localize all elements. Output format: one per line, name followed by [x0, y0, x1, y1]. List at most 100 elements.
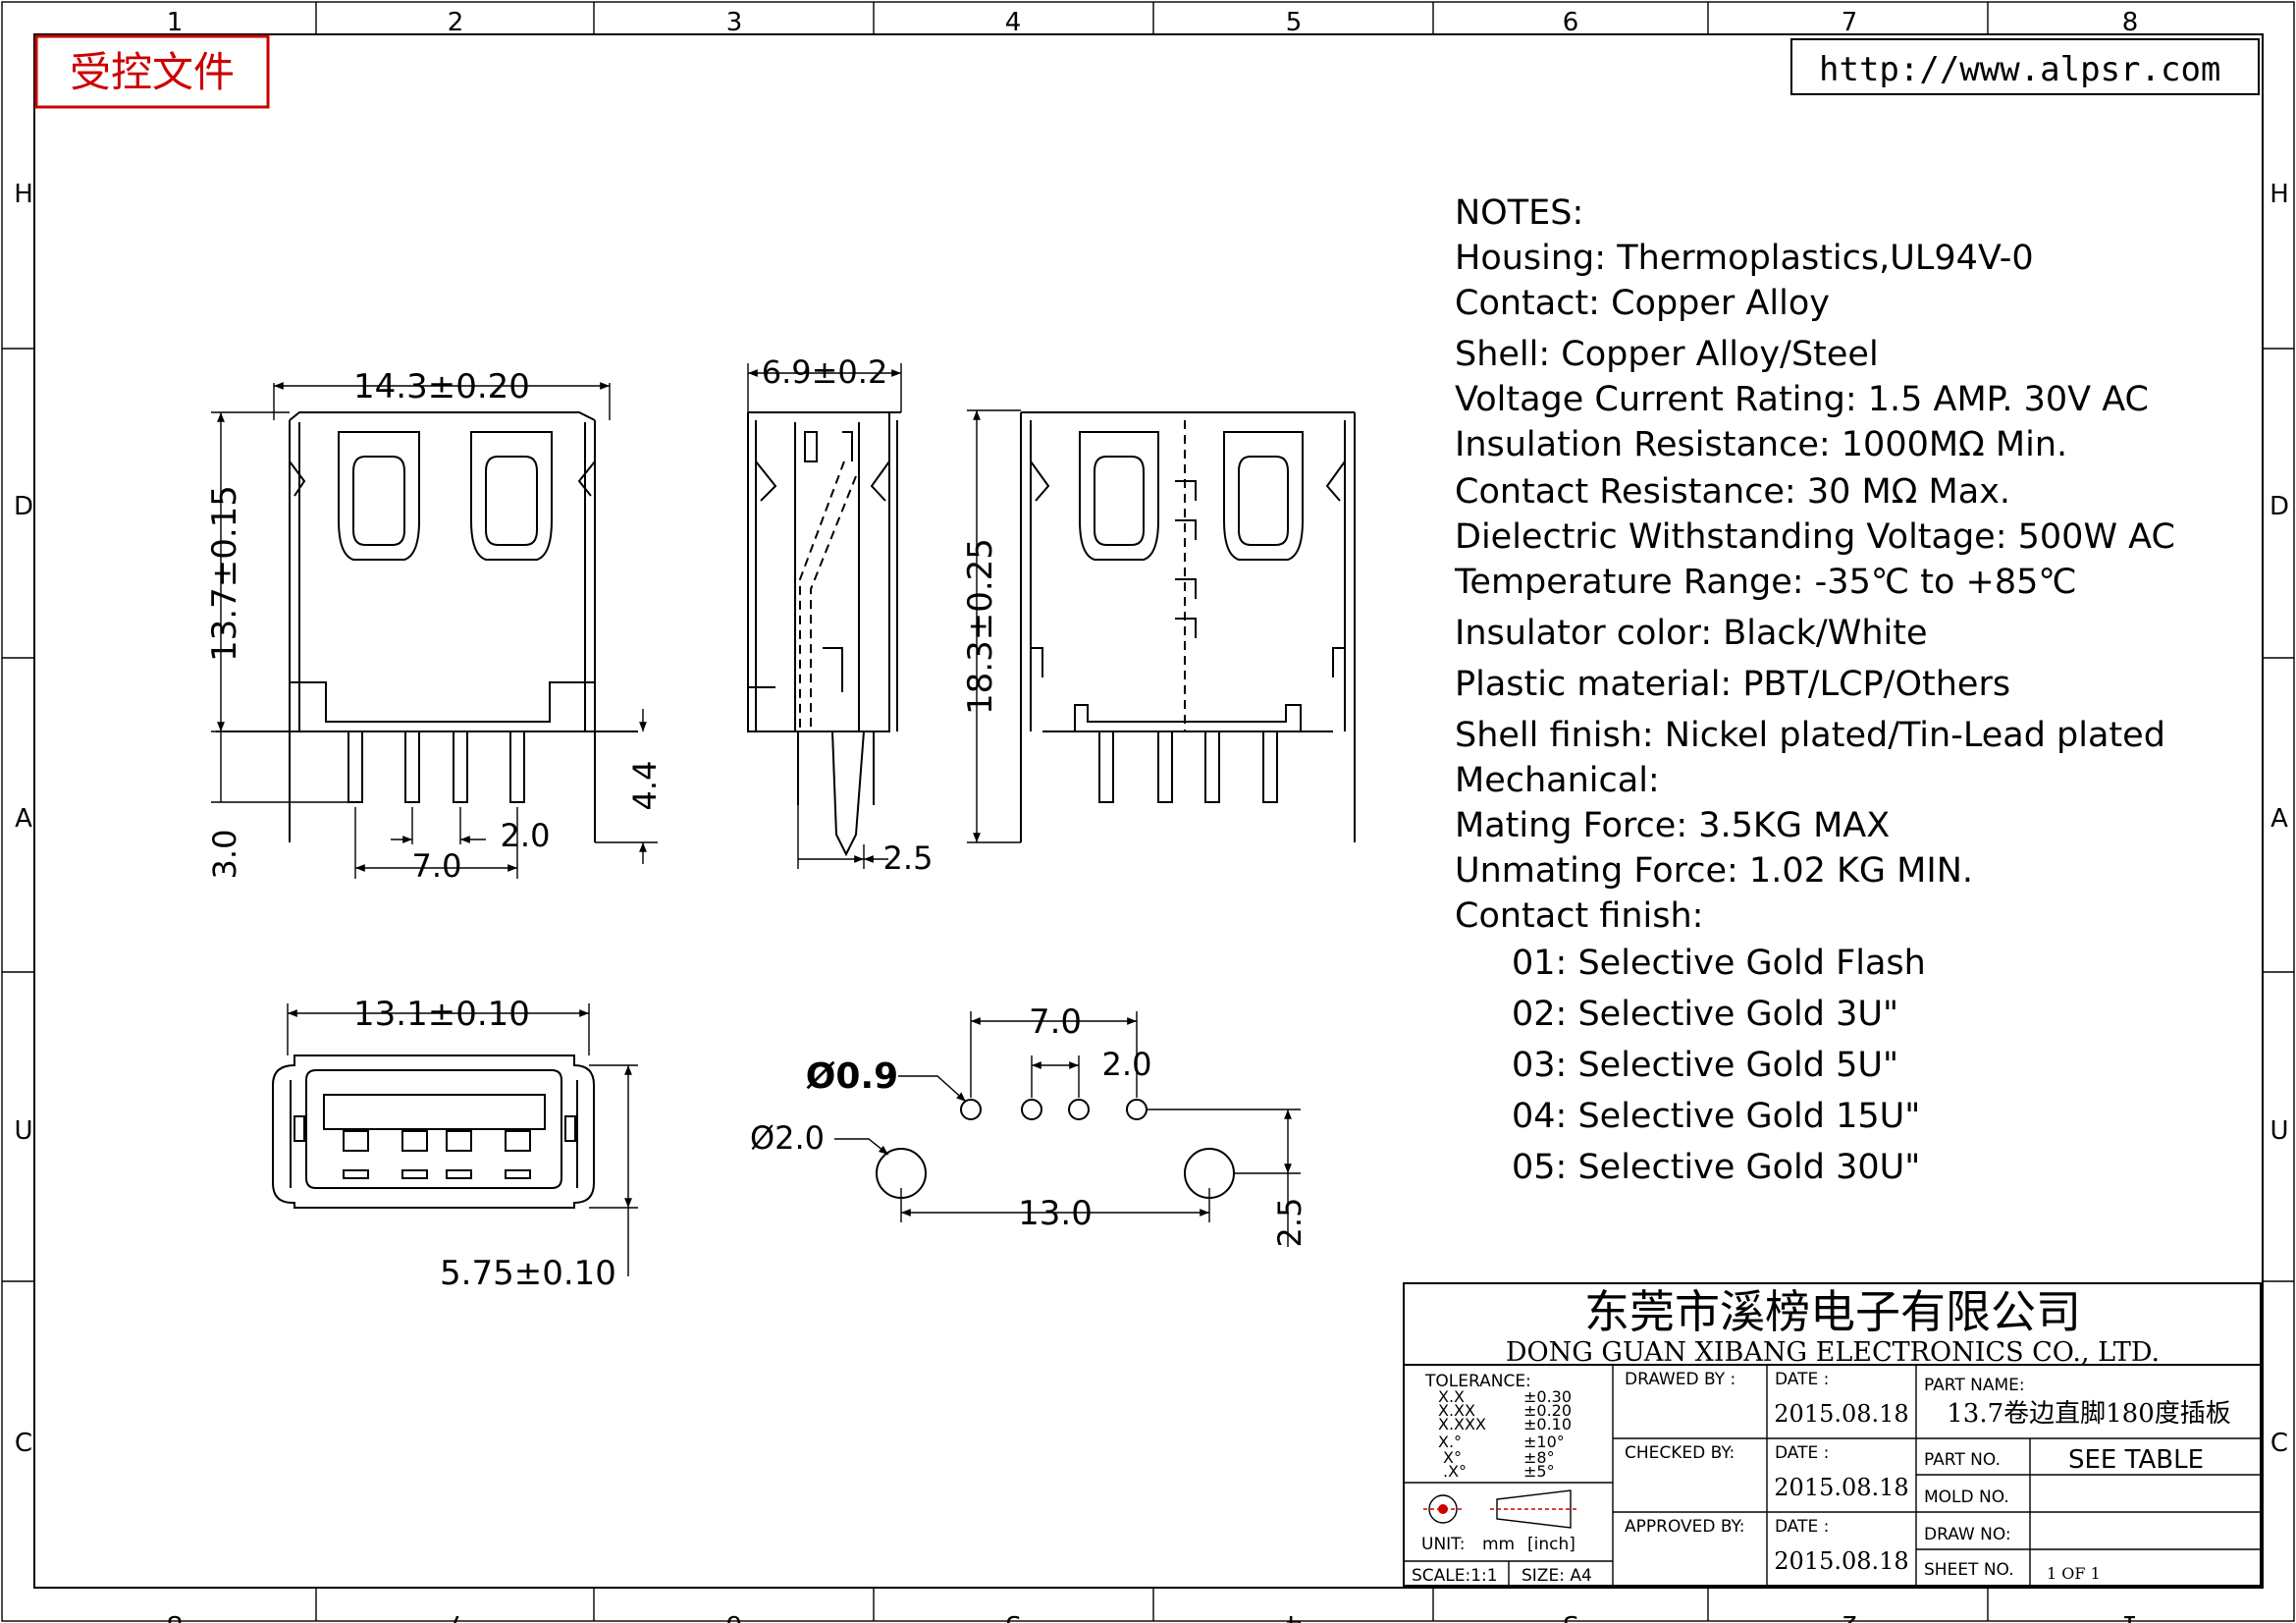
dim-peg-dia: Ø2.0 [750, 1119, 825, 1157]
date-label: DATE : [1775, 1370, 1829, 1389]
col-label-top: 2 [448, 8, 464, 37]
part-no-label: PART NO. [1924, 1450, 2001, 1470]
col-label-top: 4 [1005, 8, 1022, 37]
dim-hole-dia: Ø0.9 [806, 1056, 898, 1097]
dim-face-height: 5.75±0.10 [440, 1254, 616, 1293]
col-label-top: 7 [1842, 8, 1858, 37]
website-url: http://www.alpsr.com [1819, 50, 2220, 89]
tolerance-key: X° [1443, 1448, 1462, 1467]
tolerance-value: ±0.20 [1523, 1401, 1572, 1420]
row-label-right: U [2269, 1116, 2288, 1146]
row-label-left: D [14, 492, 33, 521]
tolerance-label: TOLERANCE: [1424, 1372, 1531, 1391]
date-label: DATE : [1775, 1443, 1829, 1463]
dim-peg-span: 13.0 [1018, 1194, 1093, 1233]
note-line: Plastic material: PBT/LCP/Others [1455, 665, 2010, 704]
note-line: Dielectric Withstanding Voltage: 500W AC [1455, 517, 2175, 557]
finish-line: 05: Selective Gold 30U" [1512, 1148, 1920, 1187]
checked-by-label: CHECKED BY: [1625, 1443, 1735, 1463]
dim-pin-length: 4.4 [626, 761, 664, 811]
draw-no-label: DRAW NO: [1924, 1525, 2011, 1544]
finish-line: 04: Selective Gold 15U" [1512, 1097, 1920, 1136]
dim-top-height: 13.7±0.15 [205, 485, 244, 662]
sheet-no: 1 OF 1 [2047, 1564, 2101, 1583]
tolerance-key: .X° [1443, 1462, 1467, 1481]
sheet-no-label: SHEET NO. [1924, 1560, 2014, 1580]
finish-line: 01: Selective Gold Flash [1512, 944, 1926, 983]
row-label-right: D [2269, 492, 2289, 521]
tolerance-key: X.X [1438, 1387, 1465, 1406]
approved-by-label: APPROVED BY: [1625, 1517, 1744, 1537]
col-label-top: 6 [1563, 8, 1579, 37]
dim-pcb-offset: 2.5 [1271, 1198, 1308, 1248]
note-line: Contact: Copper Alloy [1455, 284, 1830, 323]
tolerance-key: X.XX [1438, 1401, 1475, 1420]
col-label-bottom: 8 [167, 1609, 184, 1623]
tolerance-value: ±5° [1523, 1462, 1555, 1481]
col-label-bottom: 5 [1005, 1609, 1022, 1623]
tolerance-value: ±0.30 [1523, 1387, 1572, 1406]
row-label-right: H [2269, 180, 2289, 209]
note-line: Mechanical: [1455, 761, 1660, 800]
dim-pin-span: 7.0 [412, 847, 462, 885]
col-label-top: 8 [2122, 8, 2139, 37]
dim-pin-pitch: 2.0 [501, 817, 551, 854]
notes-title: NOTES: [1455, 193, 1583, 233]
finish-line: 03: Selective Gold 5U" [1512, 1046, 1898, 1085]
col-label-top: 1 [167, 8, 184, 37]
row-label-left: H [14, 180, 33, 209]
col-label-bottom: 2 [1842, 1609, 1858, 1623]
rear-view: 18.3±0.25 [961, 409, 1356, 843]
dim-rear-height: 18.3±0.25 [961, 538, 1000, 715]
tolerance-value: ±0.10 [1523, 1415, 1572, 1434]
tolerance-value: ±8° [1523, 1448, 1555, 1467]
size-label: SIZE: A4 [1522, 1566, 1592, 1586]
drawn-by-label: DRAWED BY : [1625, 1370, 1735, 1389]
unit-value: mm [1482, 1535, 1515, 1554]
svg-text:受控文件: 受控文件 [70, 48, 235, 96]
unit-alt: [inch] [1527, 1535, 1575, 1554]
note-line: Shell finish: Nickel plated/Tin-Lead pla… [1455, 716, 2165, 755]
col-label-bottom: 3 [1563, 1609, 1579, 1623]
dim-face-width: 13.1±0.10 [353, 995, 530, 1034]
side-view: 6.9±0.2 2.5 [747, 353, 934, 877]
dim-side-pin: 2.5 [883, 839, 934, 877]
row-label-left: A [15, 804, 32, 834]
scale-label: SCALE:1:1 [1412, 1566, 1498, 1586]
note-line: Housing: Thermoplastics,UL94V-0 [1455, 239, 2034, 278]
dim-standoff: 3.0 [206, 830, 243, 880]
mold-no-label: MOLD NO. [1924, 1488, 2009, 1507]
col-label-bottom: 4 [1286, 1609, 1303, 1623]
tolerance-value: ±10° [1523, 1433, 1565, 1451]
row-label-left: C [15, 1429, 32, 1458]
company-name-en: DONG GUAN XIBANG ELECTRONICS CO., LTD. [1506, 1337, 2160, 1368]
dim-pcb-span: 7.0 [1029, 1002, 1082, 1042]
note-line: Unmating Force: 1.02 KG MIN. [1455, 851, 1973, 891]
note-line: Insulation Resistance: 1000MΩ Min. [1455, 425, 2067, 464]
col-label-bottom: 1 [2122, 1609, 2139, 1623]
row-label-right: A [2270, 804, 2288, 834]
col-label-bottom: 7 [448, 1609, 464, 1623]
drawn-date: 2015.08.18 [1774, 1400, 1908, 1428]
approved-date: 2015.08.18 [1774, 1547, 1908, 1575]
part-name: 13.7卷边直脚180度插板 [1947, 1399, 2231, 1429]
tolerance-key: X.° [1438, 1433, 1462, 1451]
note-line: Temperature Range: -35℃ to +85℃ [1454, 563, 2077, 602]
col-label-top: 3 [726, 8, 743, 37]
note-line: Mating Force: 3.5KG MAX [1455, 806, 1890, 845]
part-name-label: PART NAME: [1924, 1376, 2025, 1395]
checked-date: 2015.08.18 [1774, 1474, 1908, 1501]
finish-line: 02: Selective Gold 3U" [1512, 995, 1898, 1034]
website-box: http://www.alpsr.com [1790, 38, 2260, 95]
title-block: 东莞市溪榜电子有限公司 DONG GUAN XIBANG ELECTRONICS… [1403, 1282, 2262, 1587]
note-line: Shell: Copper Alloy/Steel [1455, 335, 1879, 374]
row-label-left: U [14, 1116, 32, 1146]
controlled-document-stamp: 受控文件 [34, 34, 270, 109]
projection-symbol-icon [1423, 1489, 1578, 1529]
dim-top-width: 14.3±0.20 [353, 367, 530, 406]
note-line: Contact Resistance: 30 MΩ Max. [1455, 472, 2010, 512]
dim-side-width: 6.9±0.2 [762, 353, 888, 391]
note-line: Voltage Current Rating: 1.5 AMP. 30V AC [1455, 380, 2149, 419]
